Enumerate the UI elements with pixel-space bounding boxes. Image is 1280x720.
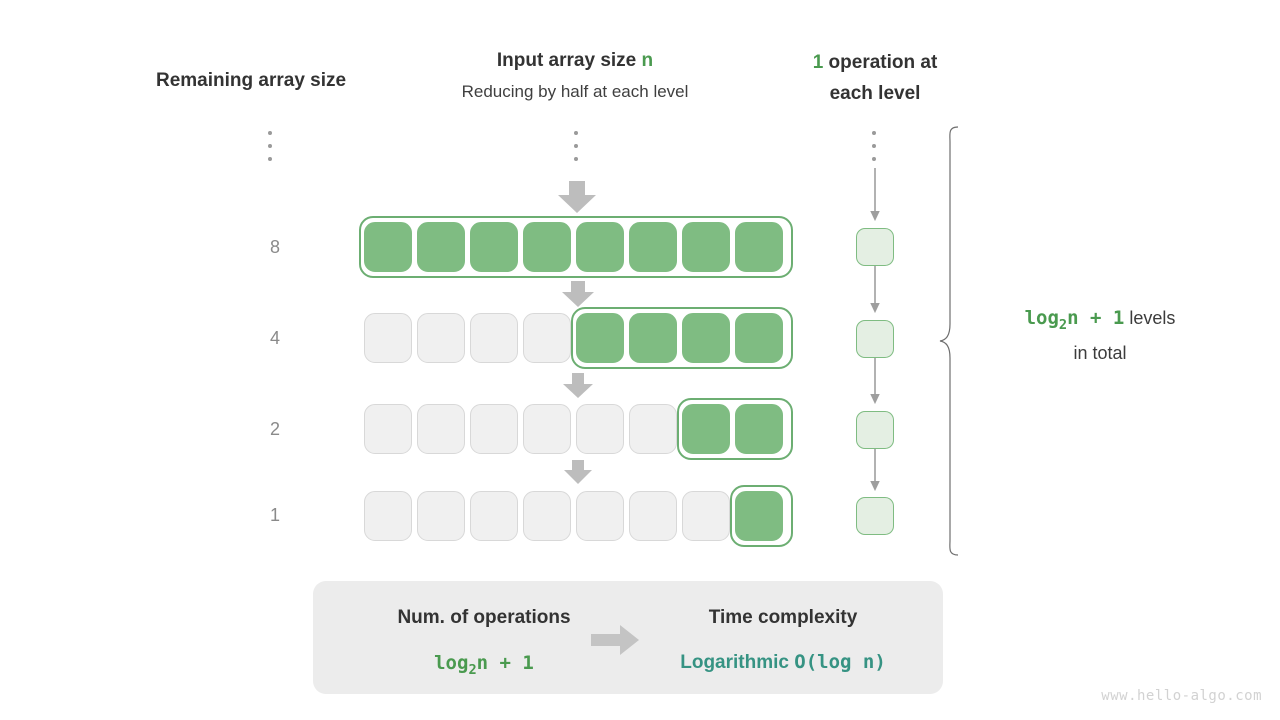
array-cell — [682, 313, 730, 363]
array-cell — [364, 313, 412, 363]
array-cell — [523, 313, 571, 363]
array-cell — [629, 222, 677, 272]
levels-annotation-suffix: levels — [1124, 308, 1176, 328]
header-input-array-size-accent: n — [641, 50, 654, 71]
operations-connectors — [870, 168, 880, 492]
ellipsis-array-column — [574, 131, 578, 161]
operation-box — [856, 497, 894, 535]
summary-panel: Num. of operations log2n + 1 Time comple… — [313, 581, 943, 694]
summary-complexity-notation: O(log n) — [794, 651, 886, 673]
array-cell — [470, 404, 518, 454]
active-range-outline — [571, 307, 793, 369]
header-remaining-array-size: Remaining array size — [156, 68, 346, 94]
summary-operations-value-sub: 2 — [468, 661, 477, 678]
array-cell — [417, 491, 465, 541]
array-cell — [629, 404, 677, 454]
down-arrow-icon — [563, 373, 593, 403]
array-cell — [470, 222, 518, 272]
header-operations-line1: 1 operation at — [755, 50, 995, 76]
levels-annotation-line1: log2n + 1 levels — [985, 305, 1215, 336]
array-cell — [523, 222, 571, 272]
operation-box — [856, 411, 894, 449]
array-cell — [682, 491, 730, 541]
summary-complexity-heading: Time complexity — [708, 607, 858, 628]
header-operations-line2: each level — [829, 82, 921, 104]
array-cell — [523, 404, 571, 454]
dot — [872, 144, 876, 148]
down-arrow-icon — [558, 181, 596, 218]
array-row-1 — [359, 485, 793, 547]
header-operations-line1-text: operation at — [823, 52, 938, 73]
active-range-outline — [730, 485, 793, 547]
row-label-8: 8 — [269, 237, 280, 257]
dot — [872, 131, 876, 135]
dot — [872, 157, 876, 161]
header-operations: 1 operation at each level — [755, 50, 995, 106]
dot — [574, 144, 578, 148]
down-arrow-glyph — [562, 281, 594, 307]
array-cell — [576, 491, 624, 541]
summary-arrow-icon — [591, 625, 639, 660]
down-arrow-glyph — [563, 373, 593, 398]
ellipsis-left-column — [268, 131, 272, 161]
header-remaining-array-size-label: Remaining array size — [156, 70, 347, 91]
array-cell — [417, 404, 465, 454]
array-cell — [629, 491, 677, 541]
right-arrow-glyph — [591, 625, 639, 655]
active-range-outline — [677, 398, 793, 460]
header-operations-accent: 1 — [812, 52, 824, 73]
summary-complexity-word: Logarithmic — [680, 652, 789, 673]
array-cell — [364, 491, 412, 541]
watermark: www.hello-algo.com — [1101, 688, 1262, 704]
array-row-2 — [359, 398, 793, 460]
levels-formula-sub: 2 — [1058, 316, 1068, 333]
down-arrow-glyph — [558, 181, 596, 213]
dot — [268, 144, 272, 148]
summary-operations-heading: Num. of operations — [397, 607, 571, 628]
levels-annotation: log2n + 1 levels in total — [985, 305, 1215, 366]
array-cell — [470, 491, 518, 541]
ellipsis-operations-column — [872, 131, 876, 161]
array-cell — [576, 404, 624, 454]
dot — [268, 157, 272, 161]
active-range-outline — [359, 216, 793, 278]
array-cell — [417, 222, 465, 272]
down-arrow-icon — [562, 281, 594, 312]
array-row-8 — [359, 216, 793, 278]
header-input-array-size: Input array size n Reducing by half at e… — [425, 48, 725, 104]
row-label-1: 1 — [269, 505, 280, 525]
array-cell — [576, 222, 624, 272]
levels-annotation-line2: in total — [1073, 342, 1127, 363]
array-cell — [735, 404, 783, 454]
array-cell — [735, 491, 783, 541]
operation-box — [856, 228, 894, 266]
array-cell — [682, 404, 730, 454]
array-cell — [417, 313, 465, 363]
array-cell — [735, 222, 783, 272]
array-row-4 — [359, 307, 793, 369]
array-cell — [735, 313, 783, 363]
array-cell — [364, 222, 412, 272]
header-input-array-size-text: Input array size — [496, 50, 642, 71]
row-label-2: 2 — [269, 419, 280, 439]
summary-operations-value: log2n + 1 — [434, 652, 534, 678]
array-cell — [629, 313, 677, 363]
summary-complexity-value: Logarithmic O(log n) — [643, 651, 923, 674]
array-cell — [523, 491, 571, 541]
dot — [268, 131, 272, 135]
dot — [574, 157, 578, 161]
array-cell — [364, 404, 412, 454]
array-cell — [682, 222, 730, 272]
array-cell — [576, 313, 624, 363]
levels-brace-icon — [939, 126, 959, 556]
row-label-4: 4 — [269, 328, 280, 348]
down-arrow-icon — [564, 460, 592, 489]
header-input-array-size-title: Input array size n — [425, 48, 725, 74]
down-arrow-glyph — [564, 460, 592, 484]
array-cell — [470, 313, 518, 363]
header-input-array-size-subtitle: Reducing by half at each level — [461, 81, 689, 101]
levels-formula: log2n + 1 — [1024, 307, 1125, 333]
dot — [574, 131, 578, 135]
operation-box — [856, 320, 894, 358]
